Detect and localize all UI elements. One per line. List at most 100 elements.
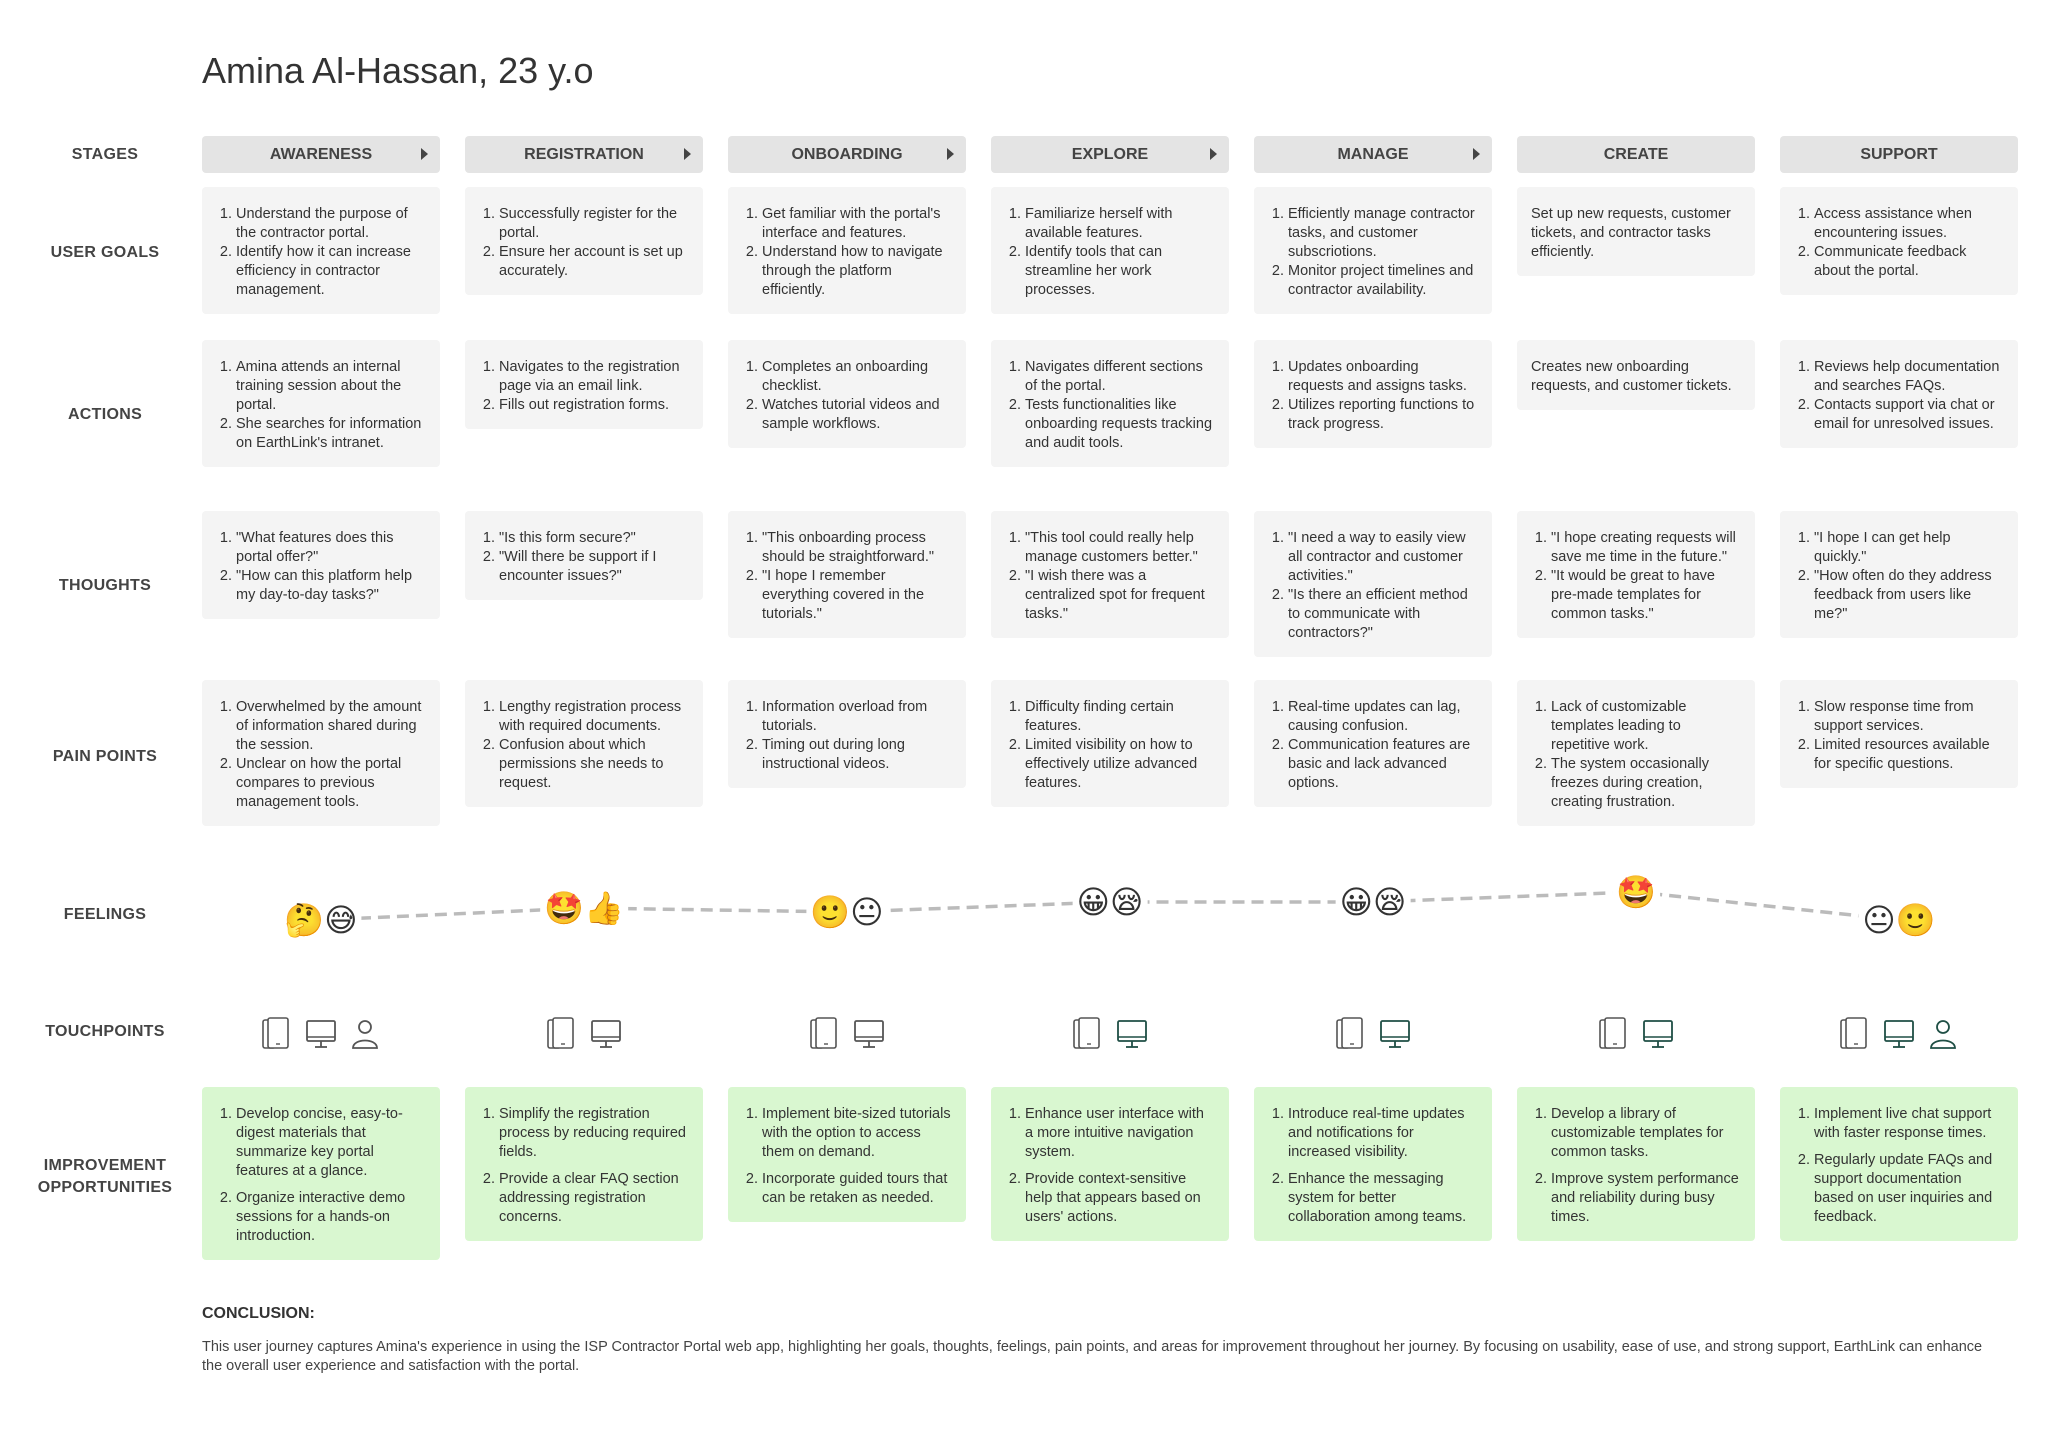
list-item: Provide context-sensitive help that appe… bbox=[1025, 1170, 1215, 1227]
card-list: Completes an onboarding checklist.Watche… bbox=[742, 358, 952, 434]
card-list: Get familiar with the portal's interface… bbox=[742, 205, 952, 300]
stage-manage[interactable]: MANAGE bbox=[1254, 136, 1492, 173]
row-label-pain: PAIN POINTS bbox=[52, 748, 158, 765]
card-list: Updates onboarding requests and assigns … bbox=[1268, 358, 1478, 434]
row-label-feelings: FEELINGS bbox=[63, 906, 147, 923]
tablet-icon bbox=[262, 1017, 289, 1049]
pain-card: Lengthy registration process with requir… bbox=[465, 680, 703, 807]
pain-card: Difficulty finding certain features.Limi… bbox=[991, 680, 1229, 807]
list-item: Develop concise, easy-to-digest material… bbox=[236, 1105, 426, 1181]
card-list: "I hope creating requests will save me t… bbox=[1531, 529, 1741, 624]
list-item: "It would be great to have pre-made temp… bbox=[1551, 567, 1741, 624]
card-list: Simplify the registration process by red… bbox=[479, 1105, 689, 1227]
card-list: Understand the purpose of the contractor… bbox=[216, 205, 426, 300]
desktop-icon bbox=[1117, 1020, 1147, 1048]
list-item: She searches for information on EarthLin… bbox=[236, 415, 426, 453]
card-list: Familiarize herself with available featu… bbox=[1005, 205, 1215, 300]
goals-card: Efficiently manage contractor tasks, and… bbox=[1254, 187, 1492, 314]
thoughts-card: "I need a way to easily view all contrac… bbox=[1254, 511, 1492, 657]
actions-card: Creates new onboarding requests, and cus… bbox=[1517, 340, 1755, 410]
card-list: Slow response time from support services… bbox=[1794, 698, 2004, 774]
improvement-card: Introduce real-time updates and notifica… bbox=[1254, 1087, 1492, 1241]
list-item: Implement bite-sized tutorials with the … bbox=[762, 1105, 952, 1162]
stage-label: SUPPORT bbox=[1860, 145, 1938, 163]
caret-right-icon bbox=[947, 148, 954, 160]
list-item: "How often do they address feedback from… bbox=[1814, 567, 2004, 624]
card-list: Navigates different sections of the port… bbox=[1005, 358, 1215, 453]
row-label-actions: ACTIONS bbox=[67, 406, 143, 423]
caret-right-icon bbox=[684, 148, 691, 160]
desktop-icon bbox=[1380, 1020, 1410, 1048]
list-item: Lack of customizable templates leading t… bbox=[1551, 698, 1741, 755]
list-item: "I hope creating requests will save me t… bbox=[1551, 529, 1741, 567]
card-list: "What features does this portal offer?""… bbox=[216, 529, 426, 605]
tablet-icon bbox=[547, 1017, 574, 1049]
card-list: Successfully register for the portal.Ens… bbox=[479, 205, 689, 281]
list-item: "What features does this portal offer?" bbox=[236, 529, 426, 567]
list-item: Amina attends an internal training sessi… bbox=[236, 358, 426, 415]
goals-card: Successfully register for the portal.Ens… bbox=[465, 187, 703, 295]
pain-card: Real-time updates can lag, causing confu… bbox=[1254, 680, 1492, 807]
pain-card: Lack of customizable templates leading t… bbox=[1517, 680, 1755, 826]
stage-create[interactable]: CREATE bbox=[1517, 136, 1755, 173]
list-item: Tests functionalities like onboarding re… bbox=[1025, 396, 1215, 453]
list-item: "I need a way to easily view all contrac… bbox=[1288, 529, 1478, 586]
list-item: Ensure her account is set up accurately. bbox=[499, 243, 689, 281]
card-list: Lengthy registration process with requir… bbox=[479, 698, 689, 793]
stage-support[interactable]: SUPPORT bbox=[1780, 136, 2018, 173]
caret-right-icon bbox=[1210, 148, 1217, 160]
list-item: Get familiar with the portal's interface… bbox=[762, 205, 952, 243]
list-item: Lengthy registration process with requir… bbox=[499, 698, 689, 736]
feeling-emoji: 🙂😐 bbox=[806, 894, 888, 930]
list-item: Updates onboarding requests and assigns … bbox=[1288, 358, 1478, 396]
touchpoint-icons bbox=[1071, 1016, 1149, 1052]
stage-label: EXPLORE bbox=[1071, 145, 1149, 163]
feeling-emoji: 😀😪 bbox=[1072, 884, 1148, 920]
list-item: Incorporate guided tours that can be ret… bbox=[762, 1170, 952, 1208]
caret-right-icon bbox=[1473, 148, 1480, 160]
list-item: Overwhelmed by the amount of information… bbox=[236, 698, 426, 755]
touchpoint-icons bbox=[545, 1016, 623, 1052]
list-item: Limited resources available for specific… bbox=[1814, 736, 2004, 774]
card-list: Access assistance when encountering issu… bbox=[1794, 205, 2004, 281]
goals-card: Familiarize herself with available featu… bbox=[991, 187, 1229, 314]
list-item: Communication features are basic and lac… bbox=[1288, 736, 1478, 793]
list-item: Real-time updates can lag, causing confu… bbox=[1288, 698, 1478, 736]
list-item: Limited visibility on how to effectively… bbox=[1025, 736, 1215, 793]
card-list: "I hope I can get help quickly.""How oft… bbox=[1794, 529, 2004, 624]
card-list: Enhance user interface with a more intui… bbox=[1005, 1105, 1215, 1227]
tablet-icon bbox=[1599, 1017, 1626, 1049]
thoughts-card: "This onboarding process should be strai… bbox=[728, 511, 966, 638]
conclusion-heading: CONCLUSION: bbox=[202, 1305, 315, 1322]
list-item: Simplify the registration process by red… bbox=[499, 1105, 689, 1162]
persona-title: Amina Al-Hassan, 23 y.o bbox=[202, 50, 594, 91]
list-item: Develop a library of customizable templa… bbox=[1551, 1105, 1741, 1162]
tablet-icon bbox=[1073, 1017, 1100, 1049]
row-label-improvement: IMPROVEMENT OPPORTUNITIES bbox=[37, 1157, 173, 1196]
thoughts-card: "I hope I can get help quickly.""How oft… bbox=[1780, 511, 2018, 638]
list-item: Enhance user interface with a more intui… bbox=[1025, 1105, 1215, 1162]
pain-card: Slow response time from support services… bbox=[1780, 680, 2018, 788]
tablet-icon bbox=[1336, 1017, 1363, 1049]
list-item: "This onboarding process should be strai… bbox=[762, 529, 952, 567]
list-item: Identify how it can increase efficiency … bbox=[236, 243, 426, 300]
card-text: Set up new requests, customer tickets, a… bbox=[1531, 206, 1731, 260]
stage-onboarding[interactable]: ONBOARDING bbox=[728, 136, 966, 173]
list-item: Reviews help documentation and searches … bbox=[1814, 358, 2004, 396]
list-item: Navigates different sections of the port… bbox=[1025, 358, 1215, 396]
list-item: Timing out during long instructional vid… bbox=[762, 736, 952, 774]
tablet-icon bbox=[810, 1017, 837, 1049]
stage-awareness[interactable]: AWARENESS bbox=[202, 136, 440, 173]
list-item: Confusion about which permissions she ne… bbox=[499, 736, 689, 793]
touchpoint-icons bbox=[808, 1016, 886, 1052]
card-list: Lack of customizable templates leading t… bbox=[1531, 698, 1741, 812]
row-label-goals: USER GOALS bbox=[50, 244, 160, 261]
goals-card: Understand the purpose of the contractor… bbox=[202, 187, 440, 314]
actions-card: Amina attends an internal training sessi… bbox=[202, 340, 440, 467]
card-list: Efficiently manage contractor tasks, and… bbox=[1268, 205, 1478, 300]
card-list: Introduce real-time updates and notifica… bbox=[1268, 1105, 1478, 1227]
improvement-card: Implement live chat support with faster … bbox=[1780, 1087, 2018, 1241]
improvement-card: Implement bite-sized tutorials with the … bbox=[728, 1087, 966, 1222]
stage-registration[interactable]: REGISTRATION bbox=[465, 136, 703, 173]
stage-explore[interactable]: EXPLORE bbox=[991, 136, 1229, 173]
